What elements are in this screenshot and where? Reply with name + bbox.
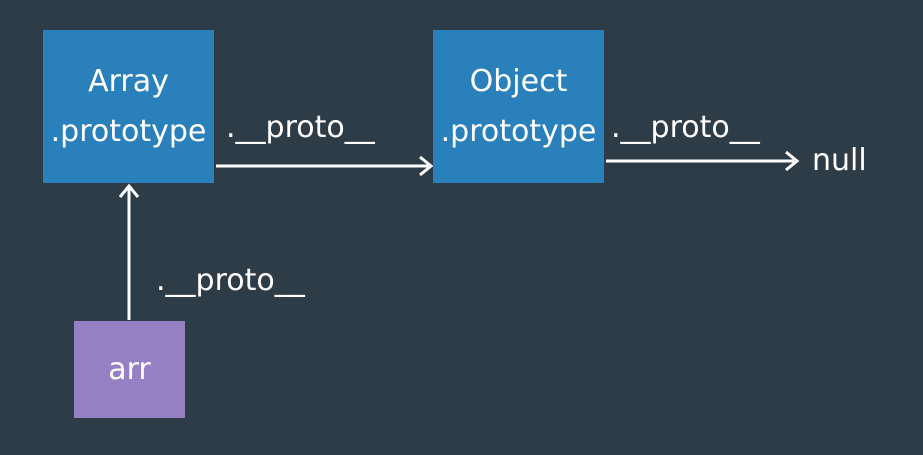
arr-label: arr bbox=[108, 351, 151, 387]
array-prototype-name: Array bbox=[88, 63, 169, 99]
null-node: null bbox=[812, 143, 867, 178]
array-prototype-suffix: .prototype bbox=[50, 113, 207, 149]
object-prototype-suffix: .prototype bbox=[440, 113, 597, 149]
edge-label-object-to-null: .__proto__ bbox=[611, 110, 760, 145]
arr-node: arr bbox=[74, 321, 185, 418]
object-prototype-name: Object bbox=[469, 63, 568, 99]
arrow-array-prototype-to-object-prototype bbox=[216, 155, 434, 177]
arrow-arr-to-array-prototype bbox=[118, 183, 140, 320]
object-prototype-node: Object .prototype bbox=[433, 30, 604, 183]
arrow-object-prototype-to-null bbox=[606, 150, 800, 172]
array-prototype-node: Array .prototype bbox=[43, 30, 214, 183]
edge-label-arr-to-array: .__proto__ bbox=[156, 263, 305, 298]
edge-label-array-to-object: .__proto__ bbox=[226, 110, 375, 145]
